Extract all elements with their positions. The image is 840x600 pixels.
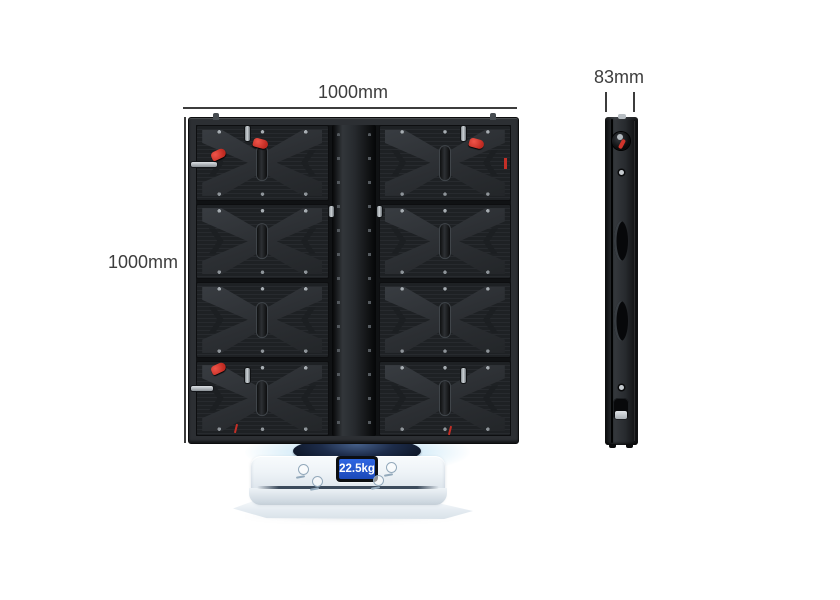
chevron-right [301,307,316,333]
side-foot [626,444,633,448]
module-handle [439,145,450,180]
center-beam [331,125,376,436]
metal-latch-pin [461,126,466,141]
height-dimension-label: 1000mm [107,252,178,272]
handle-cutout [614,221,628,261]
led-module [196,282,329,358]
scale-seam-line [257,486,439,489]
chevron-right [301,150,316,176]
height-dimension-line [184,117,186,443]
module-handle [439,224,450,259]
bottom-slot-insert [615,411,627,419]
chevron-left [208,228,224,255]
led-module [378,282,511,358]
module-handle [439,302,450,337]
scale-button [373,475,384,486]
chevron-right [483,385,498,411]
scale-button [298,464,309,475]
led-module [378,360,511,436]
module-handle [257,381,268,416]
module-grid [196,125,511,436]
chevron-left [391,306,407,333]
metal-latch-pin [245,368,250,383]
chevron-right [483,150,498,176]
chevron-right [483,307,498,333]
scale-button [386,462,397,473]
latch-arm [191,386,213,391]
chevron-right [483,228,498,254]
depth-tick-right [633,92,635,112]
chevron-right [301,228,316,254]
chevron-left [391,385,407,412]
led-module [378,125,511,201]
led-module [378,203,511,279]
module-handle [257,302,268,337]
depth-dimension-label: 83mm [593,67,644,87]
hanging-bolt [490,113,496,120]
lock-icon [612,132,630,150]
side-groove [611,119,613,443]
chevron-left [208,306,224,333]
metal-latch-pin [461,368,466,383]
cabinet-side-view [605,114,638,448]
metal-latch-pin [377,206,382,217]
depth-tick-left [605,92,607,112]
side-edge-highlight [634,121,635,441]
red-mark [504,158,507,169]
width-dimension-line [183,107,517,109]
chevron-left [391,149,407,176]
led-module [196,360,329,436]
chevron-left [391,228,407,255]
screw-dot [619,170,624,175]
module-handle [439,381,450,416]
top-bolt [618,114,626,119]
side-foot [609,444,616,448]
scale-front-face [249,488,447,505]
latch-arm [191,162,217,167]
weight-display: 22.5kg [336,456,378,482]
weight-value: 22.5kg [339,459,375,479]
cabinet-front-view [188,113,519,444]
scale-button [312,476,323,487]
chevron-right [301,385,316,411]
handle-cutout [614,301,628,341]
module-handle [257,145,268,180]
width-dimension-label: 1000mm [317,82,389,102]
led-module [196,203,329,279]
module-handle [257,224,268,259]
hanging-bolt [213,113,219,120]
metal-latch-pin [329,206,334,217]
screw-dot [619,385,624,390]
metal-latch-pin [245,126,250,141]
